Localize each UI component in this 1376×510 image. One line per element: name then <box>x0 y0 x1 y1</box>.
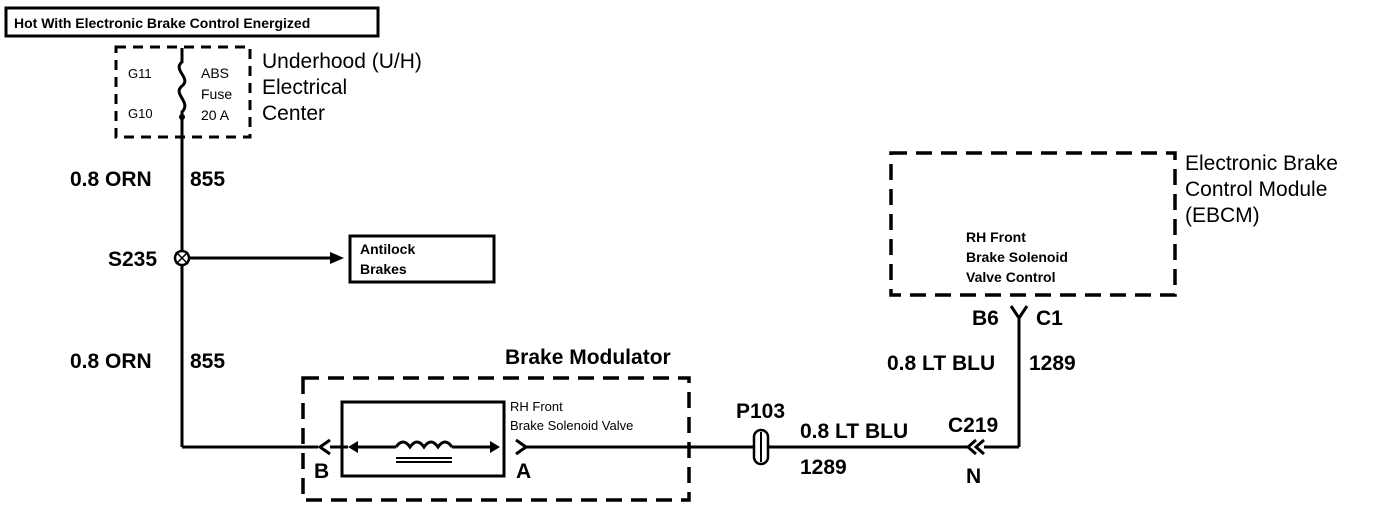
antilock-line2: Brakes <box>360 261 407 277</box>
arrow-right-icon <box>330 252 344 264</box>
brake-modulator-title: Brake Modulator <box>505 346 671 369</box>
fuse-word: Fuse <box>201 86 232 102</box>
module-gauge-color: 0.8 LT BLU <box>887 352 995 375</box>
ebcm-pin-icon <box>1009 305 1029 321</box>
internal-arrow-left-icon <box>348 441 358 453</box>
module-connector-icon-a <box>965 438 977 456</box>
fuse-terminal-dot <box>179 114 185 120</box>
upper-circuit: 855 <box>190 168 225 191</box>
module-connector-pin: N <box>966 465 981 488</box>
upper-gauge-color: 0.8 ORN <box>70 168 152 191</box>
fuse-terminal-bottom: G10 <box>128 106 153 121</box>
inline-connector-label: P103 <box>736 400 785 423</box>
header-title: Hot With Electronic Brake Control Energi… <box>14 15 310 31</box>
coil-icon <box>394 440 454 450</box>
antilock-box <box>348 234 496 284</box>
splice-cross-b <box>175 251 189 265</box>
connector-a-icon <box>515 438 529 456</box>
pin-b: B <box>314 460 329 483</box>
pin-a: A <box>516 460 531 483</box>
fuse-icon <box>177 48 187 120</box>
fuse-terminal-top: G11 <box>128 66 152 81</box>
connector-b-icon <box>317 438 331 456</box>
center-label-line1: Underhood (U/H) <box>262 50 422 73</box>
ebcm-title-line2: Control Module <box>1185 178 1327 201</box>
component-line1: RH Front <box>510 399 563 414</box>
bottom-gauge-color: 0.8 LT BLU <box>800 420 908 443</box>
antilock-line1: Antilock <box>360 241 415 257</box>
fuse-rating: 20 A <box>201 107 230 123</box>
ebcm-outline <box>889 151 1177 297</box>
ebcm-function-line1: RH Front <box>966 229 1026 245</box>
ebcm-pin-right: C1 <box>1036 307 1063 330</box>
center-label-line3: Center <box>262 102 325 125</box>
solenoid-valve-box <box>340 400 506 478</box>
lower-gauge-color: 0.8 ORN <box>70 350 152 373</box>
ebcm-title-line1: Electronic Brake <box>1185 152 1338 175</box>
ebcm-function-line2: Brake Solenoid <box>966 249 1068 265</box>
ebcm-pin-left: B6 <box>972 307 999 330</box>
bottom-circuit: 1289 <box>800 456 847 479</box>
ebcm-title-line3: (EBCM) <box>1185 204 1260 227</box>
brake-modulator-outline <box>301 376 691 502</box>
module-connector-icon-b <box>973 438 985 456</box>
center-label-line2: Electrical <box>262 76 347 99</box>
header-box <box>4 6 380 38</box>
component-line2: Brake Solenoid Valve <box>510 418 633 433</box>
lower-circuit: 855 <box>190 350 225 373</box>
splice-label: S235 <box>108 248 157 271</box>
module-connector-label: C219 <box>948 414 998 437</box>
ebcm-function-line3: Valve Control <box>966 269 1055 285</box>
internal-arrow-right-icon <box>490 441 500 453</box>
module-circuit: 1289 <box>1029 352 1076 375</box>
fuse-name: ABS <box>201 65 229 81</box>
